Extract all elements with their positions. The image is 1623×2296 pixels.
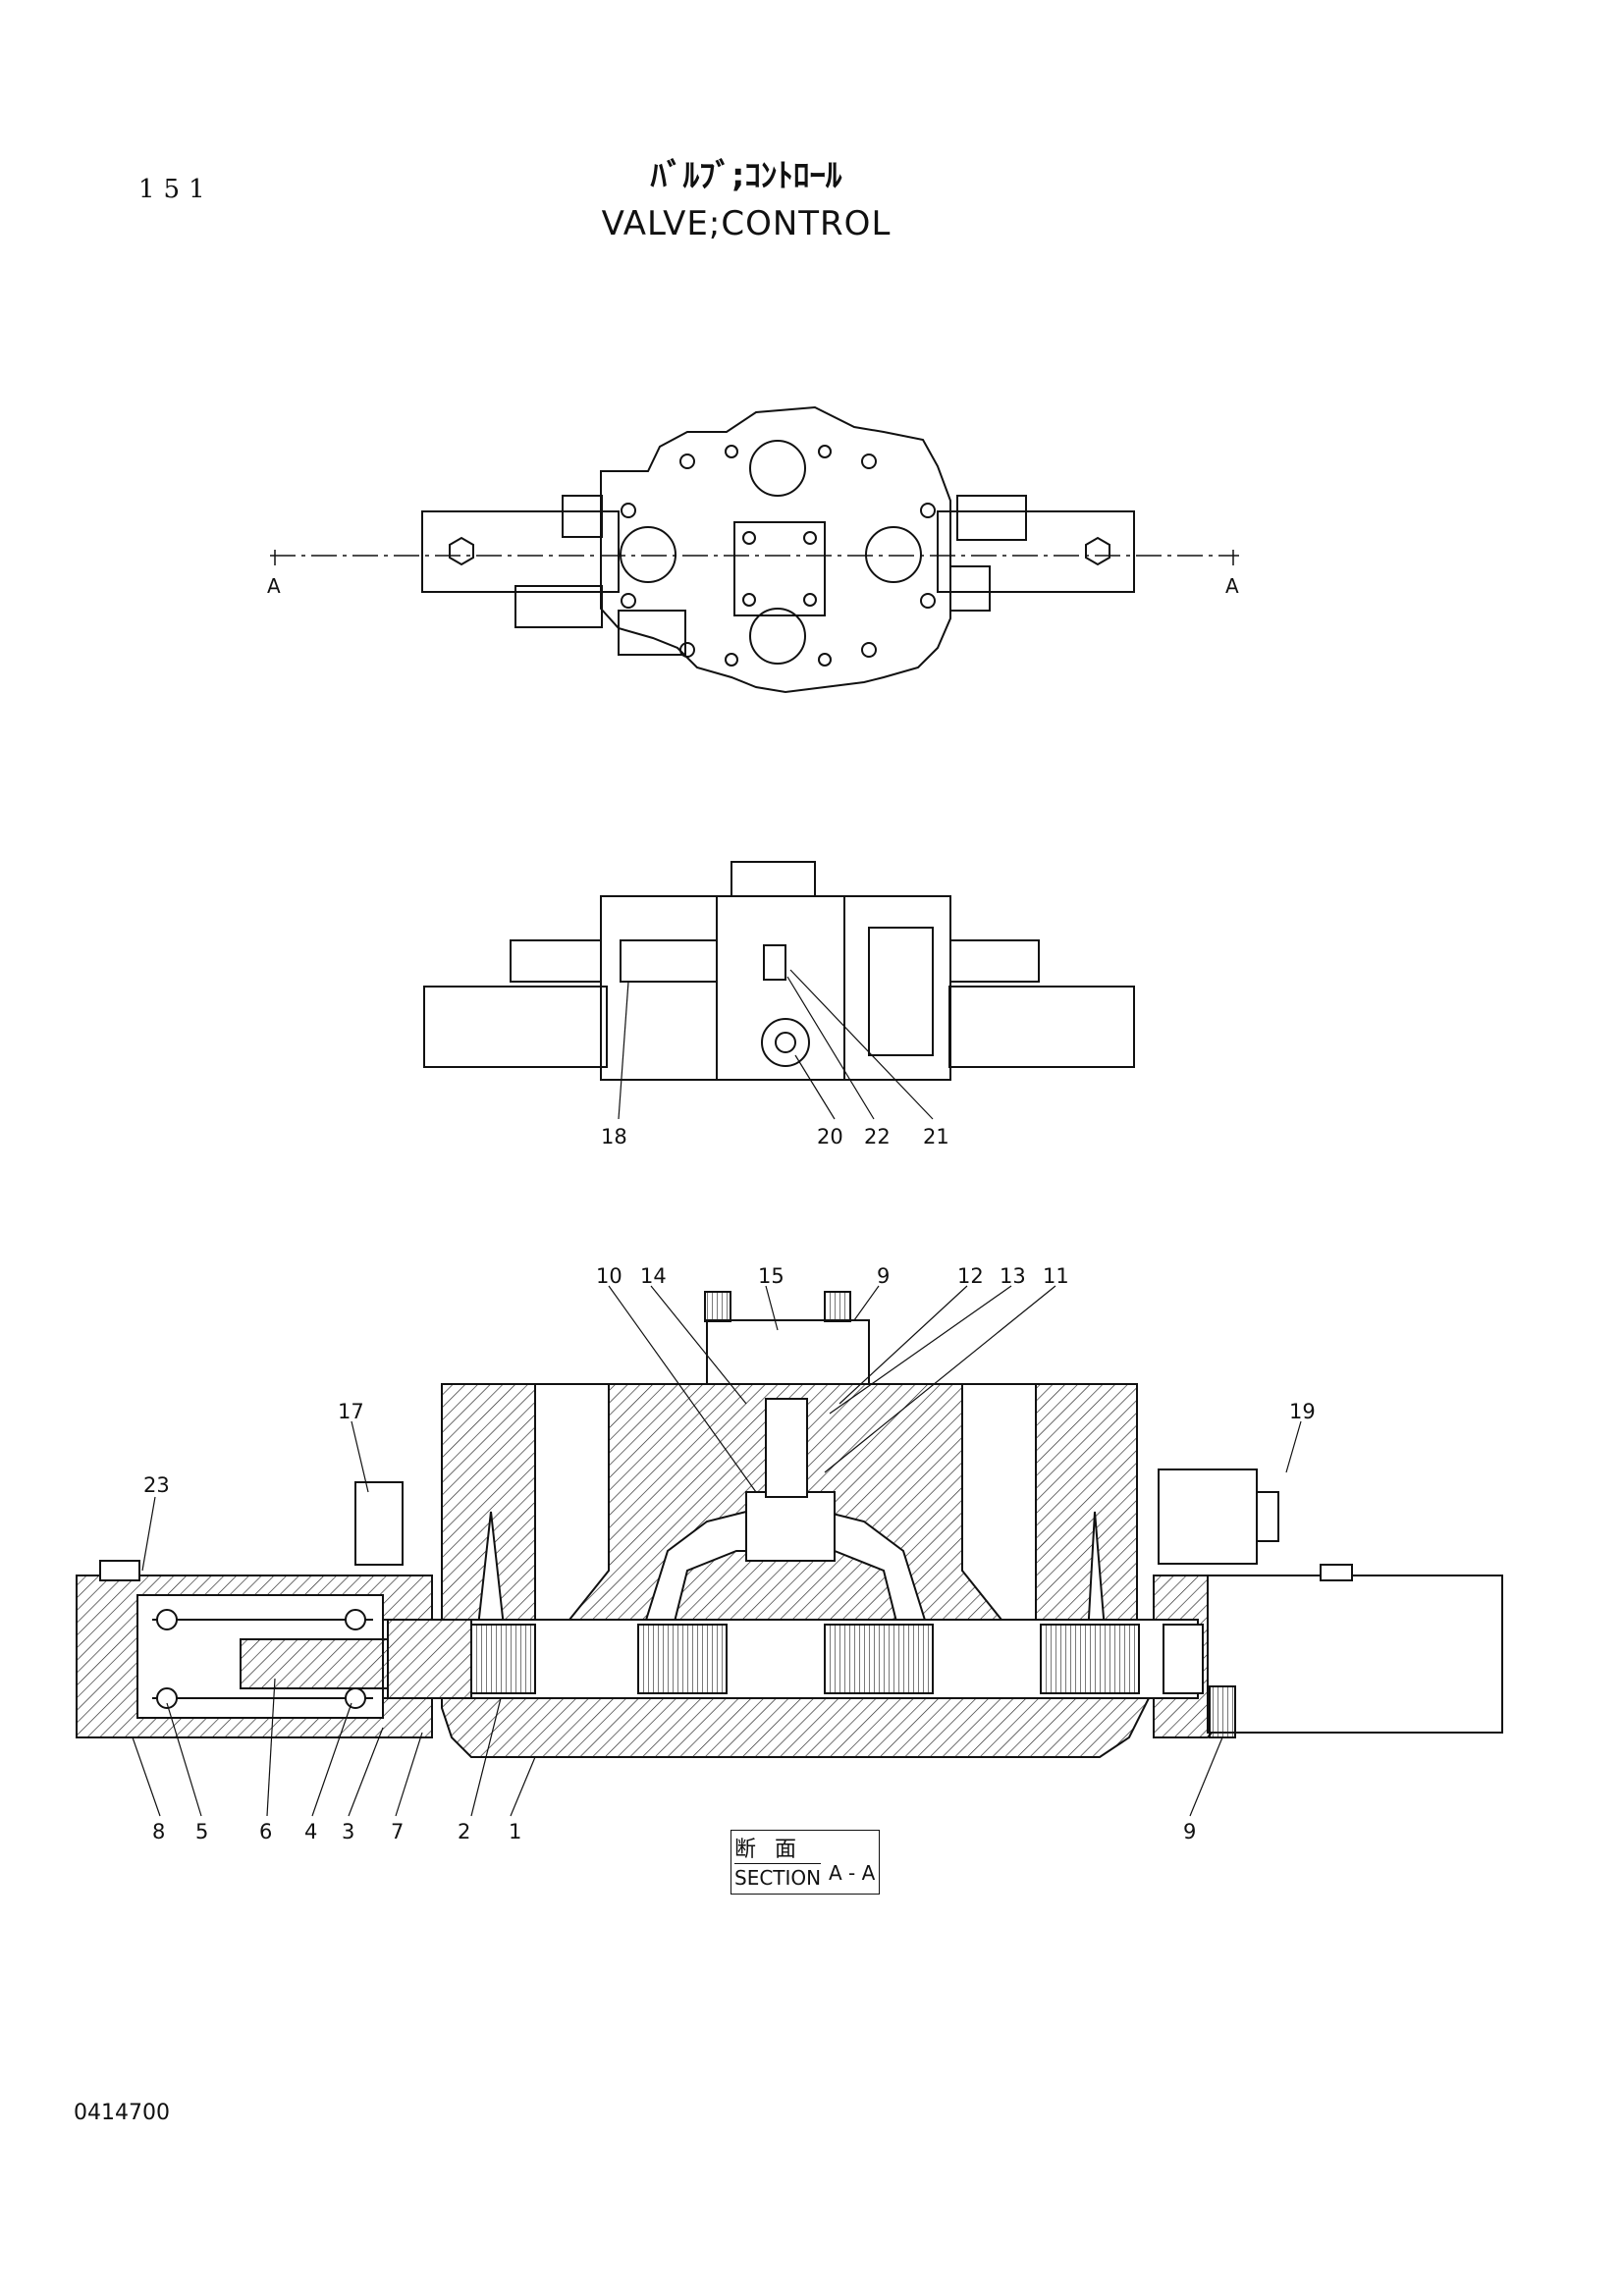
- callout-11: 11: [1043, 1264, 1069, 1288]
- section-line: [270, 550, 1239, 565]
- plug-17: [354, 1481, 404, 1566]
- side-top-block: [730, 861, 816, 897]
- callout-7: 7: [391, 1820, 404, 1843]
- section-label-jp: 断 面: [734, 1838, 802, 1862]
- relief-tr: [956, 495, 1027, 541]
- callout-9-top: 9: [877, 1264, 890, 1288]
- callout-8: 8: [152, 1820, 165, 1843]
- side-relief-l2: [620, 939, 718, 983]
- side-view: [423, 861, 1135, 1081]
- port-top: [749, 440, 806, 497]
- right-hex: [1085, 536, 1110, 566]
- callout-17: 17: [338, 1400, 364, 1423]
- callout-21: 21: [923, 1125, 949, 1148]
- plug-9-bottom: [1209, 1685, 1236, 1738]
- callout-12: 12: [957, 1264, 984, 1288]
- side-relief-l: [510, 939, 602, 983]
- side-plate: [763, 944, 786, 981]
- callout-2: 2: [458, 1820, 470, 1843]
- section-label-view: A - A: [829, 1861, 876, 1885]
- cap-bolt: [99, 1560, 140, 1581]
- side-right-bar: [948, 986, 1135, 1068]
- side-leaders: [618, 969, 934, 1120]
- relief-tl: [562, 495, 603, 538]
- relief-19: [1158, 1468, 1258, 1565]
- callout-13: 13: [1000, 1264, 1026, 1288]
- callout-9-bottom: 9: [1183, 1820, 1196, 1843]
- left-end-bar: [421, 510, 620, 593]
- port-right: [865, 526, 922, 583]
- section-view: [76, 1291, 1503, 1758]
- callout-4: 4: [304, 1820, 317, 1843]
- callout-20: 20: [817, 1125, 843, 1148]
- relief-l: [514, 585, 603, 628]
- section-marker-right: A: [1225, 574, 1239, 598]
- side-left-bar: [423, 986, 608, 1068]
- title-japanese: ﾊﾞﾙﾌﾞ;ｺﾝﾄﾛｰﾙ: [650, 156, 842, 194]
- page-number: 151: [138, 175, 214, 204]
- document-id: 0414700: [74, 2101, 170, 2125]
- title-english: VALVE;CONTROL: [601, 204, 892, 243]
- center-piston: [745, 1491, 836, 1562]
- left-hex: [449, 536, 474, 566]
- callout-22: 22: [864, 1125, 891, 1148]
- section-label-box: [730, 1830, 880, 1895]
- callout-5: 5: [195, 1820, 208, 1843]
- callout-18: 18: [601, 1125, 627, 1148]
- callout-14: 14: [640, 1264, 667, 1288]
- callout-19: 19: [1289, 1400, 1316, 1423]
- section-marker-left: A: [267, 574, 281, 598]
- callout-6: 6: [259, 1820, 272, 1843]
- section-label-en: SECTION: [734, 1863, 821, 1890]
- callout-10: 10: [596, 1264, 622, 1288]
- section-leaders: [132, 1285, 1302, 1817]
- callout-1: 1: [509, 1820, 521, 1843]
- callout-15: 15: [758, 1264, 784, 1288]
- callout-23: 23: [143, 1473, 170, 1497]
- top-body: [600, 405, 951, 694]
- relief-r: [949, 565, 991, 612]
- side-relief-r: [949, 939, 1040, 983]
- top-block: [706, 1319, 870, 1385]
- port-bottom: [749, 608, 806, 665]
- center-plate: [733, 521, 826, 616]
- side-body: [600, 895, 951, 1081]
- port-left: [620, 526, 676, 583]
- top-view: [421, 405, 1135, 694]
- side-plug: [761, 1018, 810, 1067]
- right-end-block: [1207, 1575, 1503, 1734]
- relief-bl: [618, 610, 686, 656]
- callout-3: 3: [342, 1820, 354, 1843]
- right-end-bar: [937, 510, 1135, 593]
